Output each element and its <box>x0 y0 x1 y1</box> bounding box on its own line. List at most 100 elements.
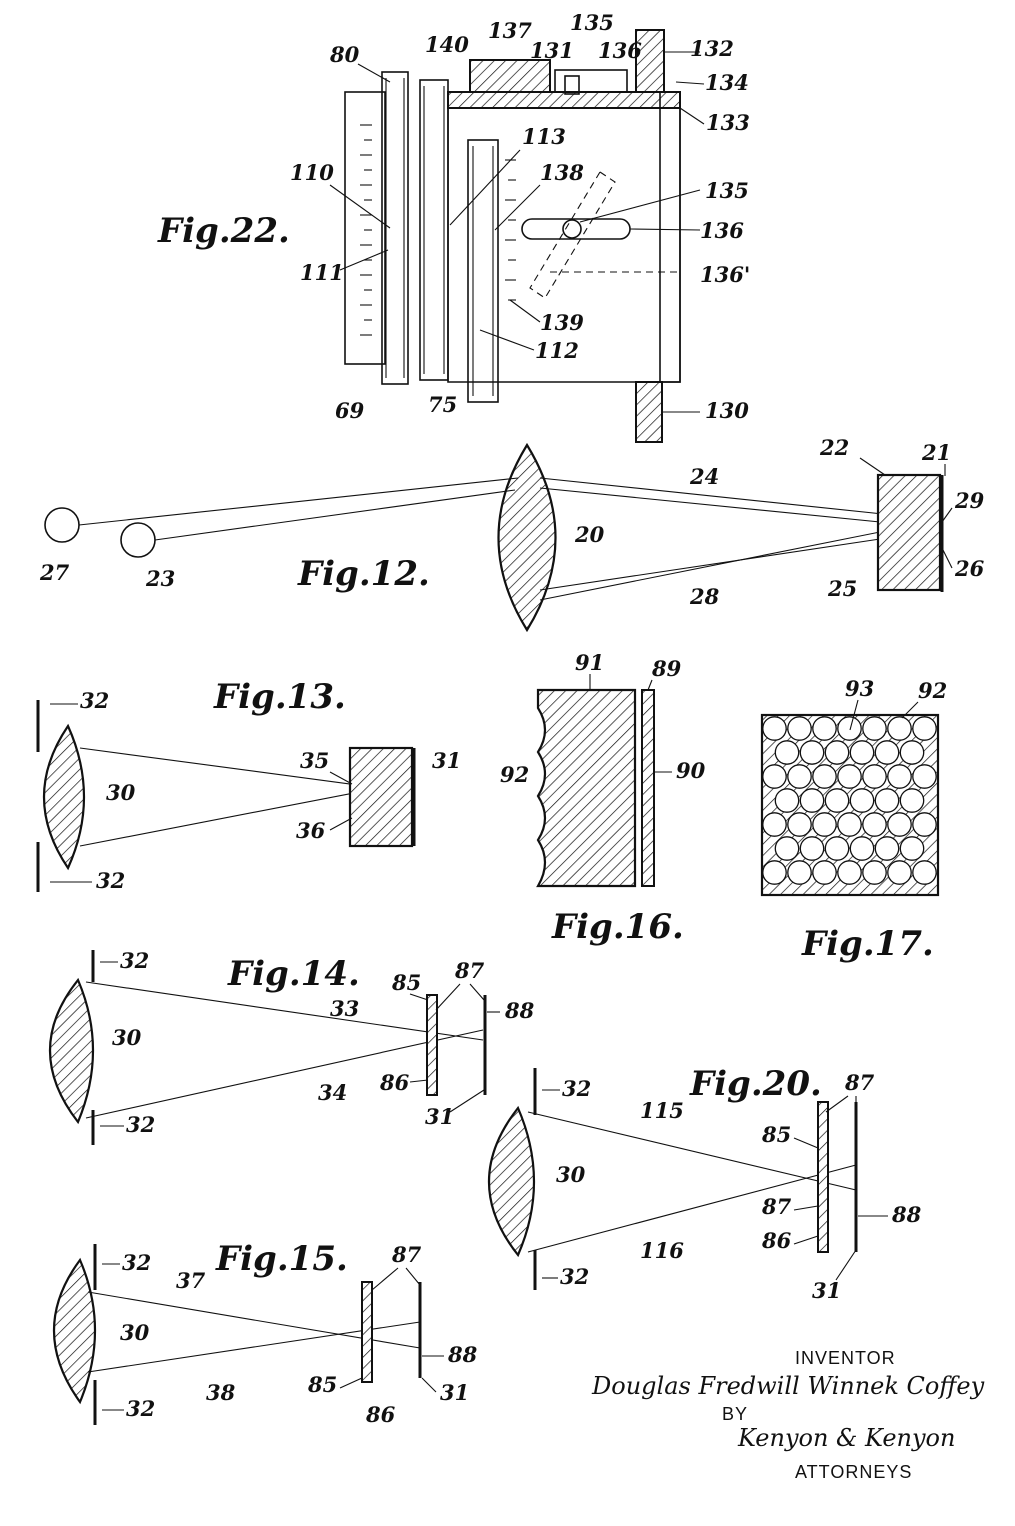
figure-15-title: Fig.15. <box>215 1239 348 1279</box>
lenslet <box>912 764 937 789</box>
attribution-block: INVENTOR Douglas Fredwill Winnek Coffey … <box>591 1348 985 1482</box>
label-80: 80 <box>329 42 360 67</box>
cam-slot-136 <box>521 218 631 240</box>
lenslet <box>874 836 900 861</box>
figure-17: 93 92 Fig.17. <box>760 676 947 964</box>
lenslet <box>874 788 900 813</box>
flange <box>659 91 681 383</box>
lenslet <box>774 836 800 861</box>
lenslet <box>862 860 887 885</box>
label-135: 135 <box>705 178 749 203</box>
figure-16-title: Fig.16. <box>551 907 684 947</box>
bracket-132 <box>635 29 665 93</box>
lenslet <box>862 716 887 741</box>
lens-30 <box>43 723 86 871</box>
label-23: 23 <box>145 566 175 591</box>
label-89: 89 <box>651 656 682 681</box>
label-138: 138 <box>540 160 584 185</box>
upper-sleeve-133 <box>447 91 681 109</box>
label-135-top: 135 <box>570 10 614 35</box>
label-86: 86 <box>761 1228 792 1253</box>
label-85: 85 <box>761 1122 791 1147</box>
lenslet <box>812 860 837 885</box>
label-86: 86 <box>365 1402 396 1427</box>
tube-69 <box>344 91 386 365</box>
figure-12: 22 21 24 29 20 27 23 26 25 28 Fig.12. <box>39 435 985 633</box>
label-136: 136 <box>700 218 744 243</box>
lenslet <box>799 836 825 861</box>
lenslet <box>799 740 825 765</box>
label-22: 22 <box>819 435 849 460</box>
label-31: 31 <box>812 1278 841 1303</box>
bracket-130 <box>635 381 663 443</box>
lenslet <box>849 740 875 765</box>
label-31: 31 <box>440 1380 469 1405</box>
lenslet <box>812 812 837 837</box>
lenslet <box>887 764 912 789</box>
hidden-slot-139 <box>529 171 616 299</box>
fitting-131 <box>469 59 551 93</box>
lens-30 <box>49 977 95 1125</box>
lenslet <box>849 788 875 813</box>
pin-135 <box>562 219 582 239</box>
knurled-ring-80 <box>381 71 409 385</box>
label-31: 31 <box>432 748 461 773</box>
figure-12-title: Fig.12. <box>297 554 430 594</box>
label-32-top: 32 <box>80 688 109 713</box>
scale-ticks-left <box>360 124 372 336</box>
lenticular-film-22 <box>876 473 942 592</box>
label-33: 33 <box>330 996 359 1021</box>
label-139: 139 <box>540 310 584 335</box>
label-32-bottom: 32 <box>560 1264 589 1289</box>
figure-15: 32 87 37 30 88 85 38 31 86 32 Fig.15. <box>53 1239 478 1427</box>
inventor-signature: Douglas Fredwill Winnek Coffey <box>591 1372 985 1400</box>
label-32-top: 32 <box>122 1250 151 1275</box>
lens-30 <box>487 1105 536 1258</box>
lenslet <box>837 812 862 837</box>
lenslet <box>787 860 812 885</box>
lenticular-body-92 <box>536 688 637 888</box>
lenslet <box>837 716 862 741</box>
figure-22: 80 140 137 131 135 136 132 134 133 113 1… <box>157 10 750 443</box>
label-69: 69 <box>335 398 365 423</box>
lenslet <box>899 740 925 765</box>
label-137: 137 <box>488 18 532 43</box>
label-93: 93 <box>845 676 874 701</box>
lenslet <box>787 812 812 837</box>
lenslet <box>812 716 837 741</box>
point-23 <box>120 522 156 558</box>
label-136-prime: 136' <box>700 262 750 287</box>
lenslet <box>812 764 837 789</box>
lenslet <box>787 716 812 741</box>
lenslet <box>799 788 825 813</box>
lenslet <box>874 740 900 765</box>
label-27: 27 <box>39 560 70 585</box>
label-112: 112 <box>535 338 579 363</box>
label-21: 21 <box>921 440 951 465</box>
label-32-bottom: 32 <box>126 1112 155 1137</box>
lenslet <box>837 860 862 885</box>
lenticular-plate-85 <box>817 1101 829 1253</box>
lenslet <box>762 812 787 837</box>
lenslet <box>849 836 875 861</box>
label-140: 140 <box>425 32 469 57</box>
lenslet <box>899 836 925 861</box>
film-31 <box>348 746 414 848</box>
lenslet <box>762 860 787 885</box>
by-caption: BY <box>722 1404 748 1424</box>
label-131: 131 <box>530 38 574 63</box>
lenslet <box>787 764 812 789</box>
label-30: 30 <box>556 1162 586 1187</box>
label-88: 88 <box>447 1342 478 1367</box>
label-37: 37 <box>176 1268 206 1293</box>
lenslet <box>862 812 887 837</box>
label-132: 132 <box>690 36 734 61</box>
label-75: 75 <box>428 392 457 417</box>
label-30: 30 <box>120 1320 150 1345</box>
lenslet <box>762 716 787 741</box>
lenticular-plate-85 <box>426 994 438 1096</box>
label-32-top: 32 <box>120 948 149 973</box>
label-85: 85 <box>391 970 421 995</box>
label-92: 92 <box>918 678 947 703</box>
